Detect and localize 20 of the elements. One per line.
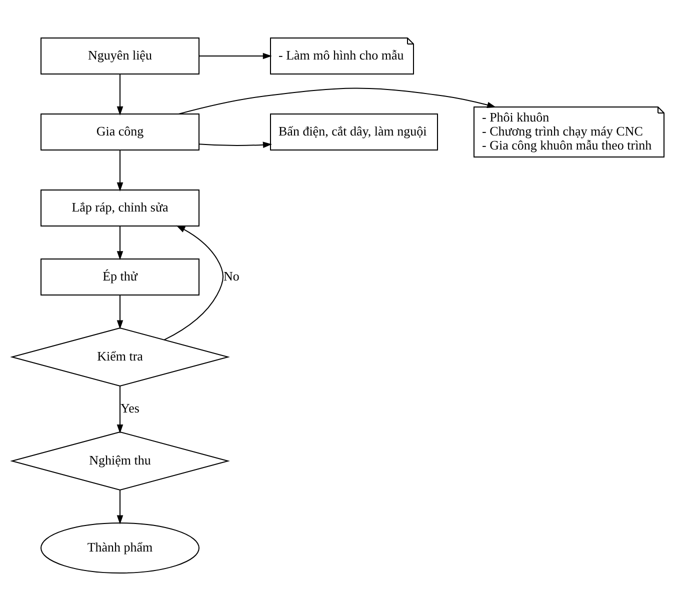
arrow xyxy=(116,150,124,192)
node-box: Gia công xyxy=(40,114,200,150)
node-diamond: Nghiệm thu xyxy=(10,431,230,491)
node-ellipse: Thành phẩm xyxy=(40,522,200,574)
arrow xyxy=(198,142,272,148)
arrow xyxy=(116,294,124,330)
arrow xyxy=(164,225,224,340)
edge-label: Yes xyxy=(120,400,140,416)
node-box: Ép thử xyxy=(40,258,200,296)
edge-label: No xyxy=(224,268,240,284)
node-box: Bấn điện, cắt dây, làm nguội xyxy=(270,114,438,150)
arrow xyxy=(116,226,124,260)
arrow xyxy=(116,74,124,116)
arrow xyxy=(116,386,124,434)
node-box: Lắp ráp, chỉnh sửa xyxy=(40,190,200,226)
arrow xyxy=(198,52,272,60)
node-diamond: Kiểm tra xyxy=(10,327,230,387)
arrow xyxy=(178,88,496,114)
arrow xyxy=(116,490,124,524)
node-box: Nguyên liệu xyxy=(40,38,200,74)
